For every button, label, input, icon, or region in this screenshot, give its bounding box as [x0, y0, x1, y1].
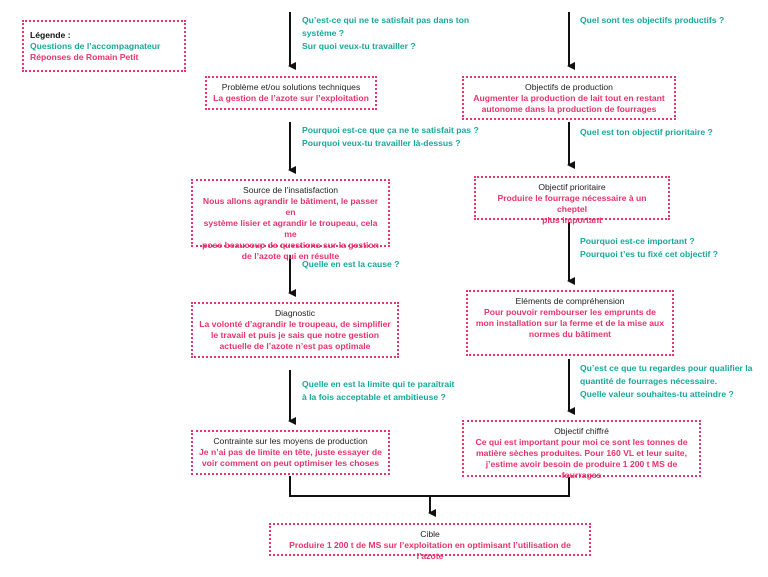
question-left-2: Pourquoi est-ce que ça ne te satisfait p…: [302, 124, 502, 150]
box-answer-line: La volonté d’agrandir le troupeau, de si…: [199, 319, 391, 329]
question-line: Pourquoi est-ce que ça ne te satisfait p…: [302, 125, 479, 135]
question-line: Qu’est ce que tu regardes pour qualifier…: [580, 363, 753, 373]
box-title: Problème et/ou solutions techniques: [221, 82, 361, 92]
box-answer-line: Pour pouvoir rembourser les emprunts de: [484, 307, 656, 317]
question-line: Pourquoi t’es tu fixé cet objectif ?: [580, 249, 718, 259]
question-left-3: Quelle en est la cause ?: [302, 258, 502, 271]
legend-title: Légende :: [30, 30, 71, 40]
legend-box: Légende : Questions de l’accompagnateur …: [22, 20, 186, 72]
box-answer-line: mon installation sur la ferme et de la m…: [475, 318, 665, 328]
question-right-3: Pourquoi est-ce important ? Pourquoi t’e…: [580, 235, 760, 261]
legend-answers: Réponses de Romain Petit: [30, 52, 139, 62]
box-answer-line: pose beaucoup de questions sur la gestio…: [202, 240, 379, 250]
box-title: Diagnostic: [274, 308, 316, 318]
box-title: Eléments de compréhension: [515, 296, 625, 306]
box-priority-objective: Objectif prioritaire Produire le fourrag…: [474, 176, 670, 225]
question-line: Quel sont tes objectifs productifs ?: [580, 15, 725, 25]
box-title: Objectif chiffré: [554, 426, 609, 436]
box-title: Source de l’insatisfaction: [242, 185, 339, 195]
legend-questions: Questions de l’accompagnateur: [30, 41, 161, 51]
question-line: Quelle en est la limite qui te paraîtrai…: [302, 379, 455, 389]
box-answer-line: de l’azote qui en résulte: [241, 251, 340, 261]
box-quantified-objective: Objectif chiffré Ce qui est important po…: [462, 420, 701, 480]
question-line: Quelle en est la cause ?: [302, 259, 400, 269]
box-answer-line: autonome dans la production de fourrages: [481, 104, 657, 114]
question-left-4: Quelle en est la limite qui te paraîtrai…: [302, 378, 502, 404]
box-answer-line: Ce qui est important pour moi ce sont le…: [475, 437, 688, 447]
question-line: Sur quoi veux-tu travailler ?: [302, 41, 416, 51]
box-dissatisfaction-source: Source de l’insatisfaction Nous allons a…: [191, 179, 390, 261]
box-answer: La gestion de l’azote sur l’exploitation: [213, 93, 369, 103]
question-line: Quelle valeur souhaites-tu atteindre ?: [580, 389, 734, 399]
box-answer-line: le travail et puis je sais que notre ges…: [210, 330, 380, 340]
box-title: Cible: [420, 529, 440, 539]
question-left-1: Qu’est-ce qui ne te satisfait pas dans t…: [302, 14, 482, 53]
box-answer-line: Je n’ai pas de limite en tête, juste ess…: [199, 447, 382, 457]
question-line: quantité de fourrages nécessaire.: [580, 376, 718, 386]
box-answer-line: voir comment on peut optimiser les chose…: [201, 458, 380, 468]
box-target: Cible Produire 1 200 t de MS sur l’explo…: [269, 523, 591, 561]
box-answer-line: matière sèches produites. Pour 160 VL et…: [476, 448, 687, 458]
box-problem: Problème et/ou solutions techniques La g…: [205, 76, 377, 110]
box-answer-line: actuelle de l’azote n’est pas optimale: [219, 341, 371, 351]
box-diagnostic: Diagnostic La volonté d’agrandir le trou…: [191, 302, 399, 358]
box-answer-line: Nous allons agrandir le bâtiment, le pas…: [202, 196, 379, 217]
box-answer-line: système lisier et agrandir le troupeau, …: [203, 218, 378, 239]
box-production-constraint: Contrainte sur les moyens de production …: [191, 430, 390, 475]
box-title: Objectifs de production: [525, 82, 613, 92]
box-understanding-elements: Eléments de compréhension Pour pouvoir r…: [466, 290, 674, 356]
question-line: à la fois acceptable et ambitieuse ?: [302, 392, 446, 402]
question-right-4: Qu’est ce que tu regardes pour qualifier…: [580, 362, 765, 401]
box-title: Objectif prioritaire: [538, 182, 606, 192]
question-right-1: Quel sont tes objectifs productifs ?: [580, 14, 760, 27]
question-line: Pourquoi veux-tu travailler là-dessus ?: [302, 138, 461, 148]
box-answer-line: Produire 1 200 t de MS sur l’exploitatio…: [289, 540, 571, 561]
question-line: système ?: [302, 28, 345, 38]
box-answer-line: plus important: [542, 215, 602, 225]
box-answer-line: Produire le fourrage nécessaire à un che…: [497, 193, 647, 214]
question-right-2: Quel est ton objectif prioritaire ?: [580, 126, 760, 139]
box-production-objectives: Objectifs de production Augmenter la pro…: [462, 76, 676, 120]
question-line: Pourquoi est-ce important ?: [580, 236, 695, 246]
box-answer-line: normes du bâtiment: [528, 329, 612, 339]
question-line: Quel est ton objectif prioritaire ?: [580, 127, 713, 137]
box-title: Contrainte sur les moyens de production: [213, 436, 368, 446]
box-answer-line: Augmenter la production de lait tout en …: [473, 93, 665, 103]
box-answer-line: j’estime avoir besoin de produire 1 200 …: [485, 459, 678, 480]
question-line: Qu’est-ce qui ne te satisfait pas dans t…: [302, 15, 470, 25]
